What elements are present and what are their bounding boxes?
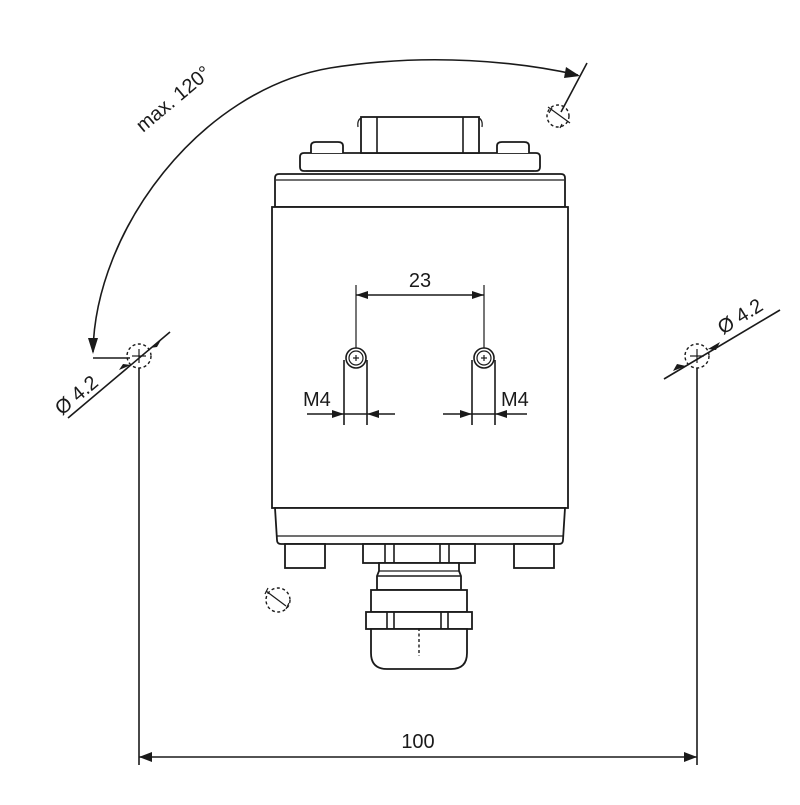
overall-width-label: 100 [401,731,434,753]
housing-body [271,173,569,545]
overall-width-dimension [139,752,697,762]
top-connector [299,116,541,172]
thread-right-label: M4 [501,389,529,411]
rotated-hole-top-right [546,104,571,129]
rotated-hole-bottom-left [264,587,291,613]
rotation-angle-label: max. 120° [132,62,215,137]
mounting-hole-left [67,331,171,765]
thread-left-label: M4 [303,389,331,411]
screw-spacing-dimension [355,285,485,348]
rotation-arc [88,58,588,354]
cable-gland [362,543,476,670]
bottom-feet [284,543,555,569]
mounting-screw-right [443,347,527,425]
mounting-screw-left [307,347,395,425]
mounting-hole-right [663,309,781,765]
screw-spacing-label: 23 [409,270,431,292]
